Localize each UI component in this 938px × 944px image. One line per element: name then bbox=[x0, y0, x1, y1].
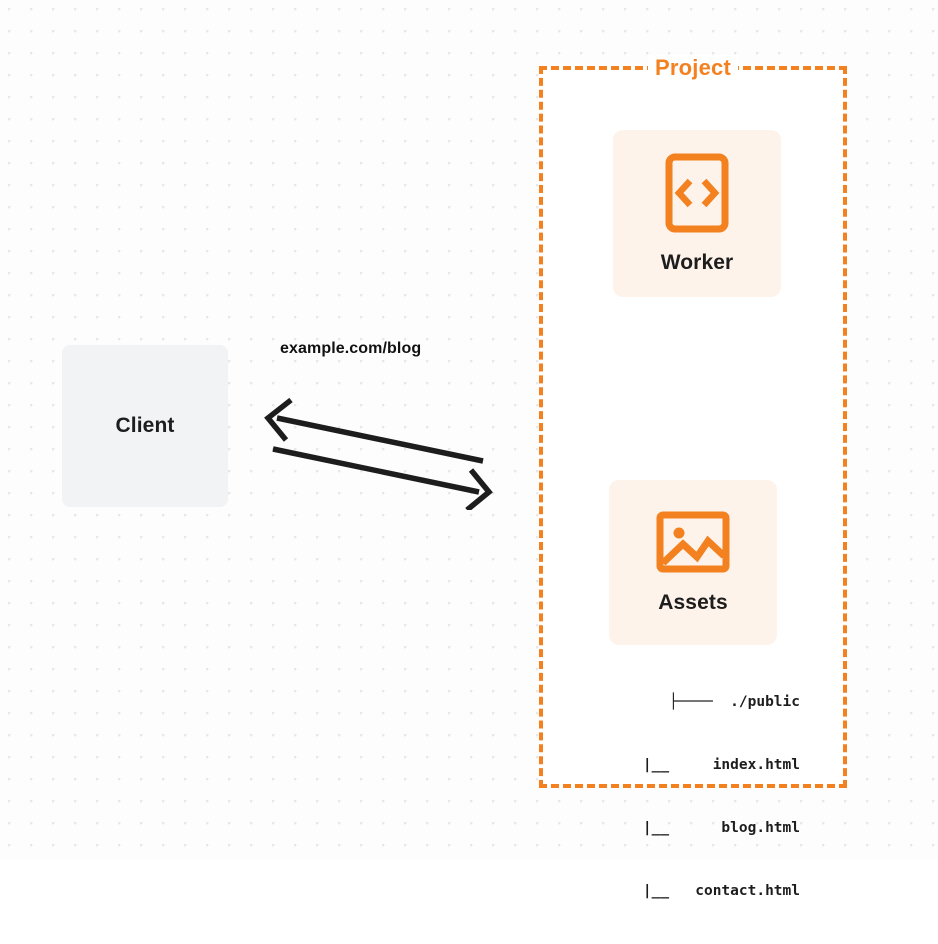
request-arrow-right bbox=[272, 446, 493, 510]
response-arrow-left bbox=[264, 397, 484, 464]
worker-card-label: Worker bbox=[660, 250, 734, 274]
project-label: Project bbox=[648, 55, 738, 81]
request-url-label: example.com/blog bbox=[280, 340, 422, 357]
diagram-canvas: Client example.com/blog Project Worker bbox=[0, 0, 938, 899]
tree-line-root: ├──── ./public bbox=[669, 694, 800, 710]
tree-line-contact: |__ contact.html bbox=[642, 883, 800, 899]
connection-arrows bbox=[264, 397, 493, 510]
tree-line-index: |__ index.html bbox=[642, 757, 800, 773]
client-node[interactable]: Client bbox=[62, 345, 228, 507]
assets-card[interactable]: Assets bbox=[609, 480, 777, 645]
asset-file-tree: ├──── ./public |__ index.html |__ blog.h… bbox=[586, 650, 800, 944]
worker-card[interactable]: Worker bbox=[613, 130, 781, 297]
assets-card-label: Assets bbox=[658, 590, 728, 614]
client-node-label: Client bbox=[115, 414, 175, 437]
tree-line-blog: |__ blog.html bbox=[642, 820, 800, 836]
image-picture-icon bbox=[656, 511, 730, 573]
code-brackets-icon bbox=[665, 153, 729, 233]
